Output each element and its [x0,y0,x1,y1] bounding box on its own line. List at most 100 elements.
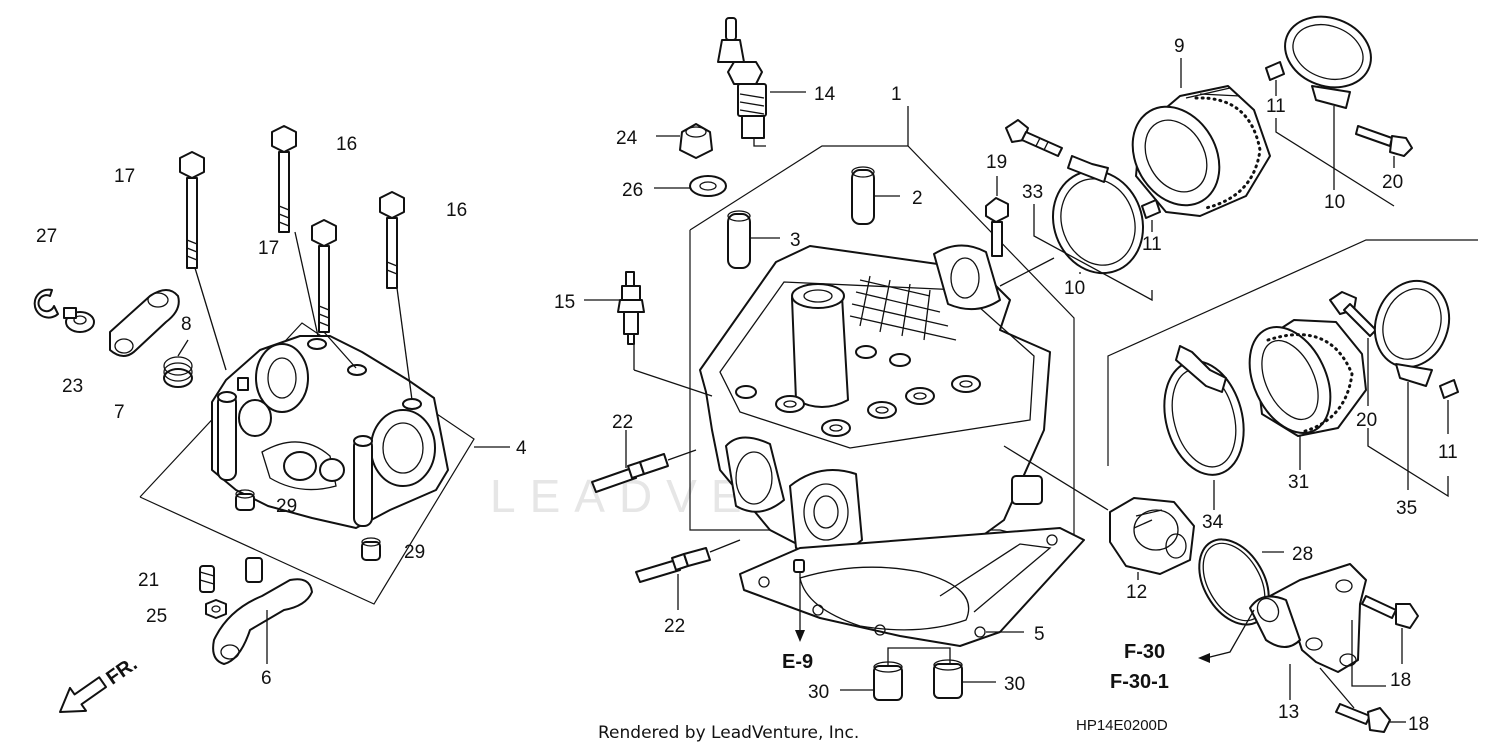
group-camshaft-holder: FR. [33,125,510,713]
dowel-29-lower [361,537,381,561]
dowel-30-left [873,661,903,701]
callout-21: 21 [138,570,159,591]
callout-10-upper: 10 [1324,192,1345,213]
bolt-16-right [379,191,405,289]
callout-22-upper: 22 [612,412,633,433]
callout-20-upper: 20 [1382,172,1403,193]
bolt-20-upper [1355,125,1413,157]
spark-plug-14 [717,17,767,147]
callout-33: 33 [1022,182,1043,203]
dowel-29-upper [235,489,255,511]
callout-24: 24 [616,128,638,149]
front-direction-arrow: FR. [59,653,141,713]
callout-16-left: 16 [336,134,357,155]
callout-17-left: 17 [114,166,135,187]
callout-5: 5 [1034,624,1045,645]
callout-7: 7 [114,402,125,423]
nut-23 [63,307,95,333]
callout-3: 3 [790,230,801,251]
callout-6: 6 [261,668,272,689]
callout-29-lower: 29 [404,542,425,563]
callout-35: 35 [1396,498,1417,519]
callout-8: 8 [181,314,192,335]
footer-credit: Rendered by LeadVenture, Inc. [598,723,859,743]
nut-24 [679,123,713,159]
intake-port-flange [789,469,863,557]
clip-27 [33,288,59,319]
callout-13: 13 [1278,702,1299,723]
callout-11-upper: 11 [1266,96,1286,117]
rocker-arm-6 [212,578,313,665]
valve-guide-3 [727,210,751,269]
callout-9: 9 [1174,36,1185,57]
callout-16-right: 16 [446,200,467,221]
clamp-34 [1163,345,1245,476]
callout-10-lower: 10 [1064,278,1085,299]
group-thermostat [1003,445,1419,733]
group-insulator-lower [1107,239,1478,510]
callout-2: 2 [912,188,923,209]
callout-1: 1 [891,84,902,105]
diagram-code: HP14E0200D [1076,717,1168,734]
callout-14: 14 [814,84,836,105]
clamp-10-upper [1284,15,1372,109]
callout-30-right: 30 [1004,674,1025,695]
bolt-19 [985,197,1009,257]
bolt-20-lower [1329,291,1377,337]
callout-20-lower: 20 [1356,410,1377,431]
callout-23: 23 [62,376,83,397]
nut-11-lower [1439,379,1459,399]
callout-26: 26 [622,180,643,201]
callout-15: 15 [554,292,575,313]
bolt-16-left [271,125,297,233]
callout-17-right: 17 [258,238,279,259]
callout-27: 27 [36,226,57,247]
washer-26 [689,175,727,197]
cylinder-head-gasket [739,527,1085,647]
callout-11-lower: 11 [1438,442,1458,463]
reference-e9: E-9 [782,651,813,673]
dowel-30-right [933,659,963,699]
callout-28: 28 [1292,544,1313,565]
insulator-9 [1131,85,1271,217]
bolt-18-lower [1335,703,1391,733]
nut-25 [205,599,227,619]
callout-31: 31 [1288,472,1309,493]
stud-22-upper [591,453,669,493]
front-label: FR. [102,653,141,690]
stud-22-lower [635,547,711,583]
callout-18-lower: 18 [1408,714,1429,735]
nut-11-middle [1141,199,1161,219]
nut-11-upper [1265,61,1285,81]
bolt-17-left [179,151,205,269]
callout-25: 25 [146,606,167,627]
callout-29-upper: 29 [276,496,297,517]
thermostat-12 [1109,497,1195,575]
callout-4: 4 [516,438,527,459]
clamp-10-lower [1051,155,1145,275]
bolt-17-right [311,219,337,333]
insulator-31 [1248,319,1367,437]
reference-f30-1: F-30-1 [1110,671,1169,693]
bolt-33 [1005,119,1063,157]
group-cylinder-head [584,17,1085,701]
group-insulator-upper [985,15,1413,302]
thermostat-cover-13 [1249,563,1367,673]
bolt-18-upper [1361,595,1419,629]
reference-f30: F-30 [1124,641,1165,663]
callout-19: 19 [986,152,1007,173]
spring-21 [199,565,215,593]
callout-30-left: 30 [808,682,829,703]
callout-22-lower: 22 [664,616,685,637]
callout-11-middle: 11 [1142,234,1162,255]
plug-tube [791,295,849,408]
callout-34: 34 [1202,512,1224,533]
valve-guide-2 [851,166,875,225]
clamp-35 [1373,279,1451,387]
valve-cover-mesh [849,275,957,341]
callout-12: 12 [1126,582,1147,603]
callout-labels: 1 2 3 4 5 6 7 8 9 10 10 11 11 11 12 13 1… [36,36,1458,735]
callout-18-upper: 18 [1390,670,1411,691]
sensor-15 [617,271,645,345]
